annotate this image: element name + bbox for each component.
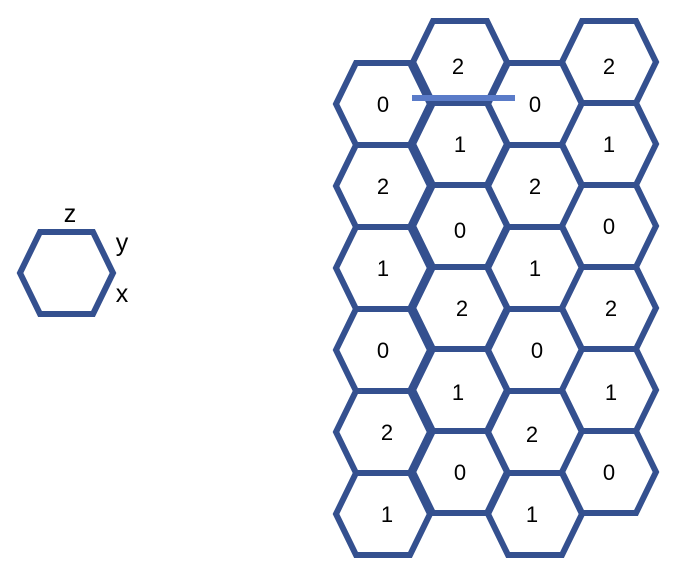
hexagon-value-label: 1 <box>526 502 538 527</box>
axis-label-y: y <box>116 229 129 257</box>
hexagon-value-label: 0 <box>377 338 389 363</box>
hexagon-value-label: 2 <box>381 420 393 445</box>
hexagon-value-label: 2 <box>605 296 617 321</box>
hexagon-value-label: 0 <box>454 218 466 243</box>
hexagon-value-label: 2 <box>456 296 468 321</box>
hexagon-value-label: 1 <box>529 256 541 281</box>
hexagon-value-label: 0 <box>603 214 615 239</box>
honeycomb-lattice: 0 2 1 0 2 1 2 1 0 2 1 0 0 2 1 0 2 1 2 1 0 2 1 0 <box>332 18 660 558</box>
hexagon-value-label: 0 <box>531 338 543 363</box>
hexagon-value-label: 0 <box>603 460 615 485</box>
lattice-hexagon <box>332 470 434 558</box>
hexagon-value-label: 0 <box>529 92 541 117</box>
hexagon-value-label: 1 <box>381 502 393 527</box>
hexagon-value-label: 0 <box>377 92 389 117</box>
legend: z y x <box>16 200 129 317</box>
hexagon-value-label: 2 <box>603 54 615 79</box>
lattice-hexagon <box>558 428 660 516</box>
hexagon-value-label: 1 <box>605 380 617 405</box>
hexagon-value-label: 1 <box>377 256 389 281</box>
hexagon-value-label: 2 <box>452 54 464 79</box>
legend-hexagon <box>16 229 117 317</box>
hexagon-value-label: 2 <box>526 422 538 447</box>
axis-label-x: x <box>116 280 129 308</box>
axis-label-z: z <box>64 200 77 228</box>
hexagon-value-label: 2 <box>377 174 389 199</box>
hexagon-value-label: 2 <box>529 174 541 199</box>
hexagon-value-label: 1 <box>452 380 464 405</box>
hexagon-value-label: 1 <box>454 132 466 157</box>
hexagon-value-label: 0 <box>454 460 466 485</box>
hexagon-value-label: 1 <box>603 132 615 157</box>
